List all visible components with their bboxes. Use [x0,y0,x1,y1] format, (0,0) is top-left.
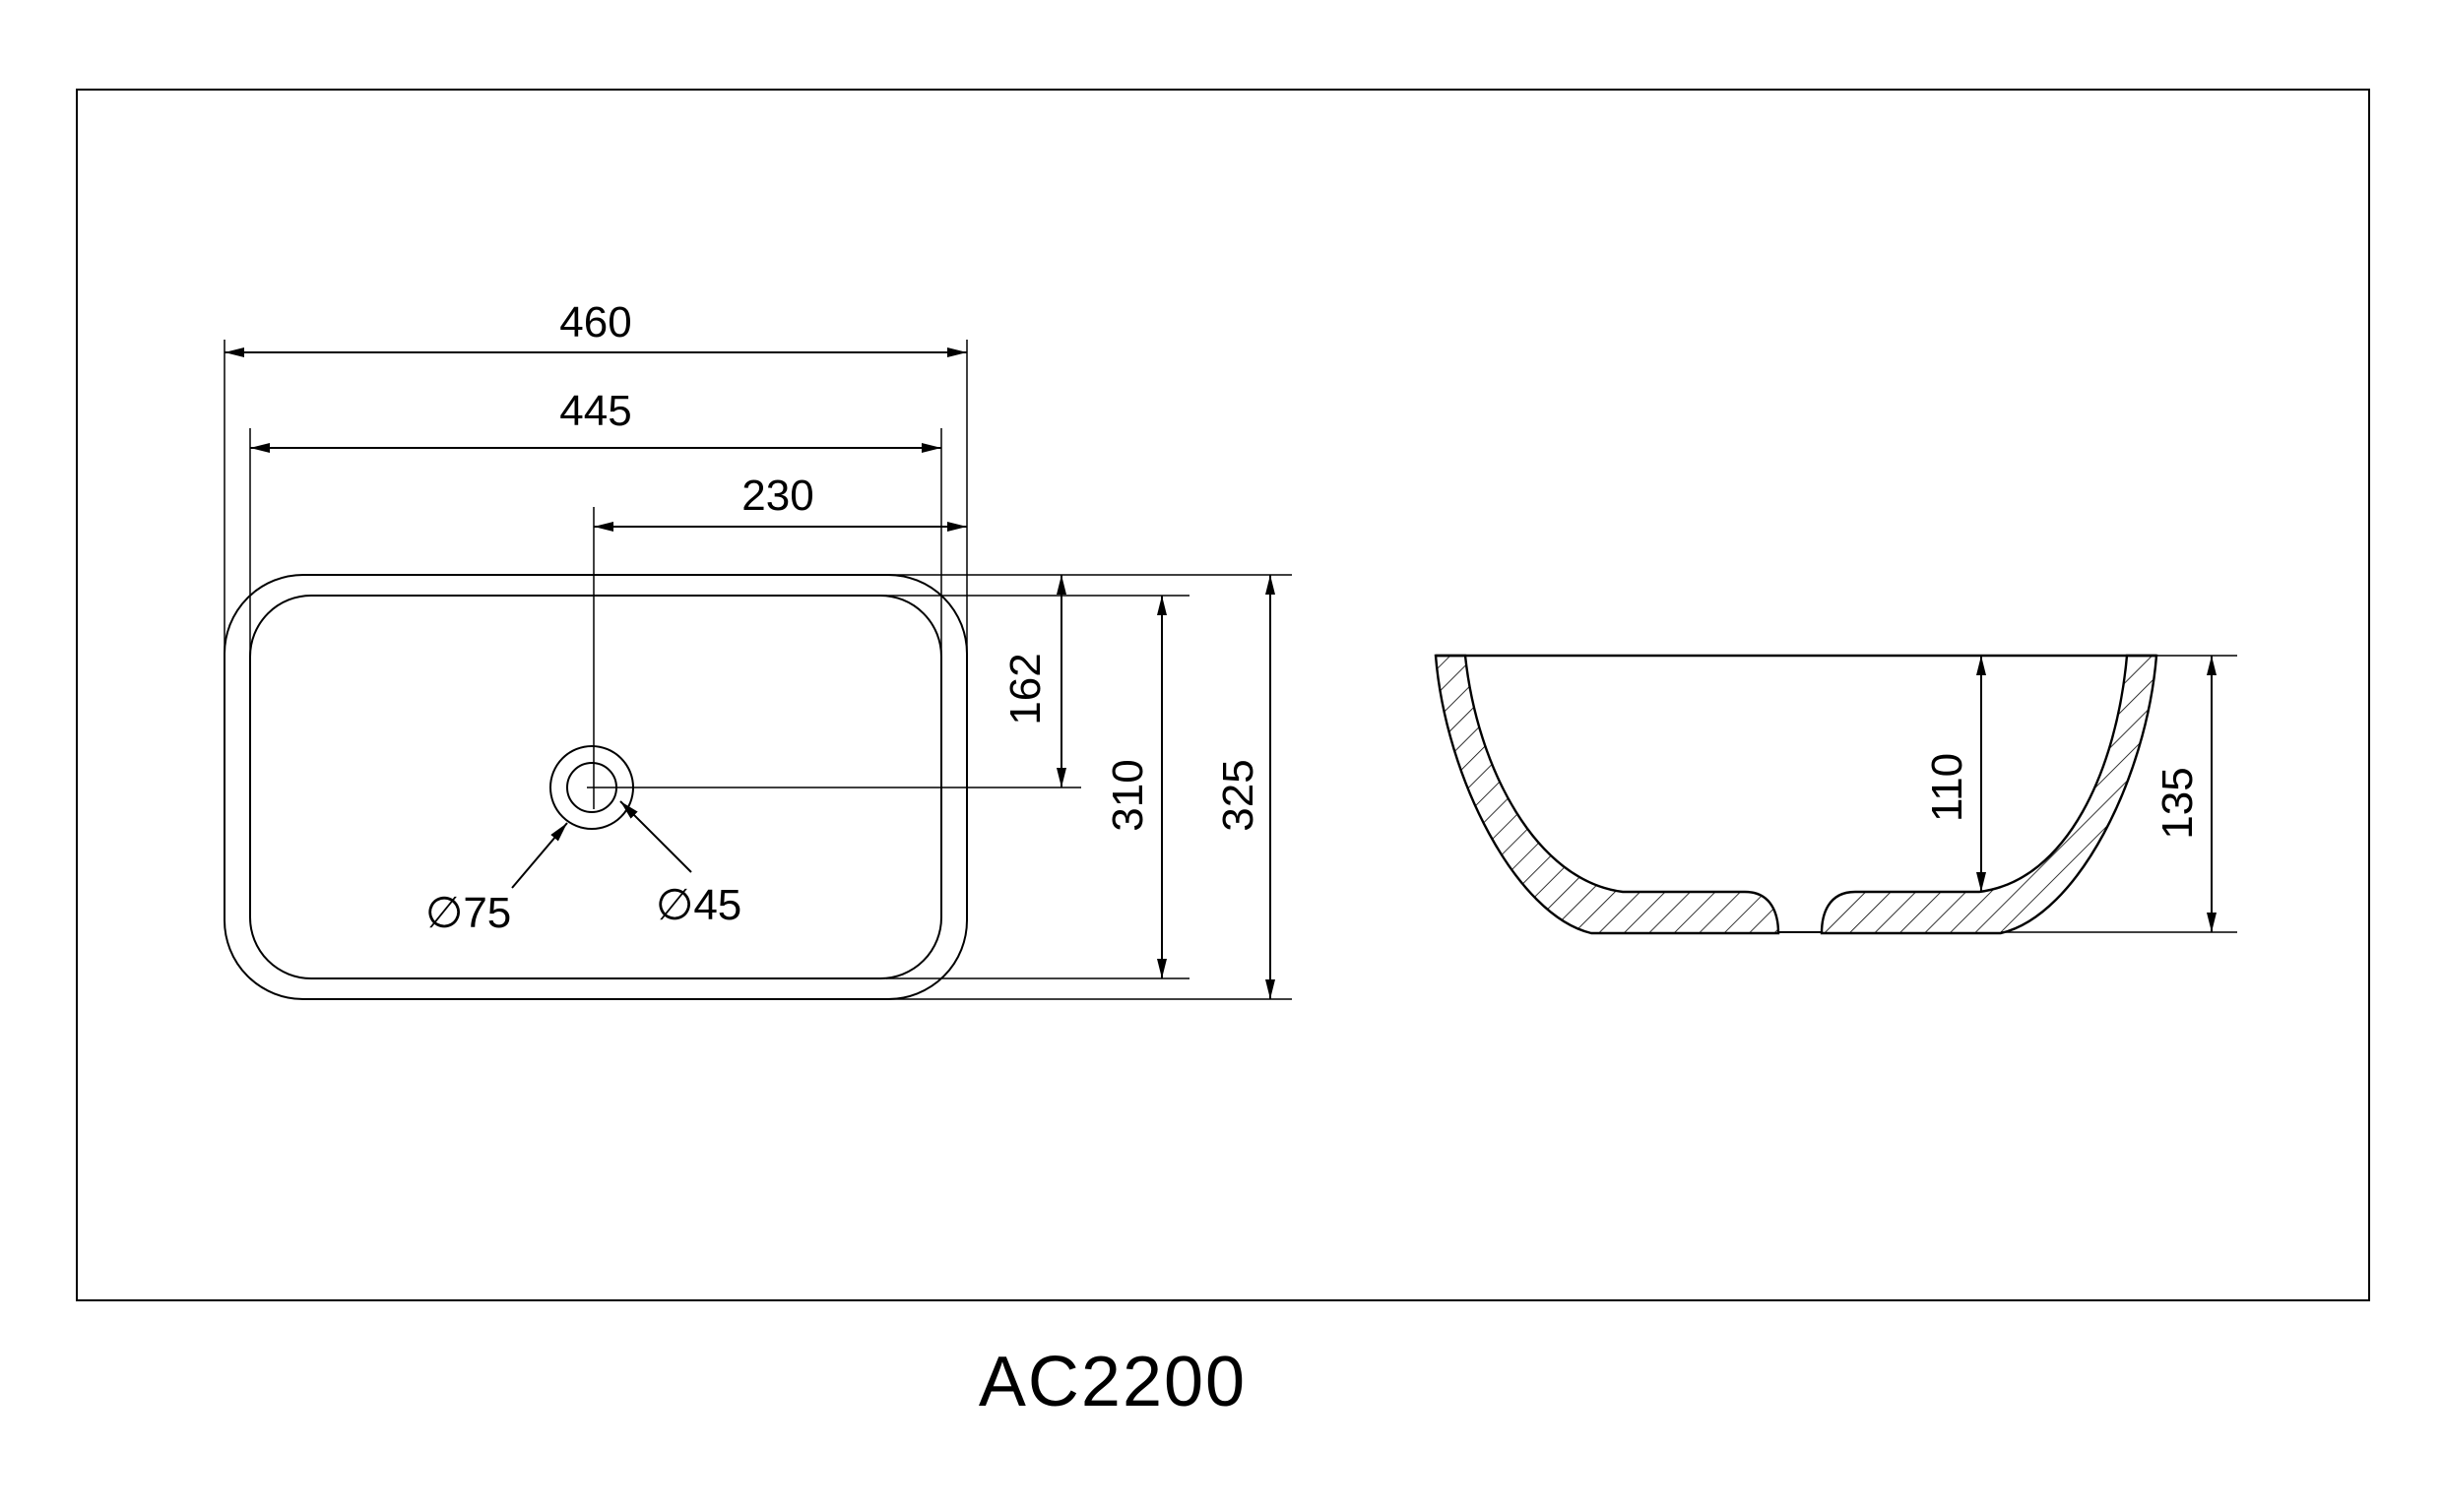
dim-label-325: 325 [1214,759,1262,831]
dim-label-diameter-45: ∅45 [656,881,741,929]
drawing-frame [76,89,2370,1301]
dim-label-diameter-75: ∅75 [425,889,511,937]
dim-label-230: 230 [741,472,813,520]
section-right-wall [1820,654,2158,935]
dim-label-110: 110 [1923,753,1971,822]
section-left-wall [1434,654,1780,935]
top-view: 460 445 230 162 310 325 ∅75 ∅45 [224,298,1292,1000]
dim-label-135: 135 [2154,767,2202,839]
dim-label-310: 310 [1104,759,1152,831]
model-name: AC2200 [979,1343,1247,1421]
dim-label-460: 460 [559,298,631,346]
leader-75 [511,822,568,889]
dim-label-445: 445 [559,387,631,435]
dim-label-162: 162 [1001,653,1050,724]
side-section-view: 110 135 [1434,654,2237,935]
leader-45 [619,800,692,873]
